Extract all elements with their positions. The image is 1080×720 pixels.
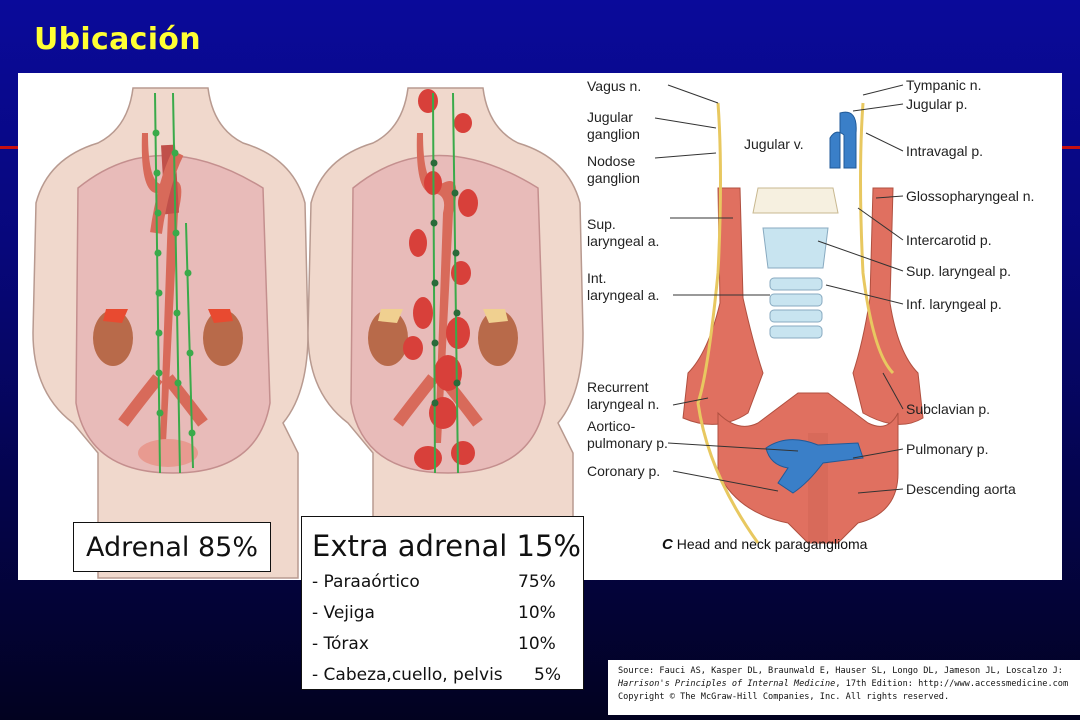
label-pulmonary-p: Pulmonary p. (906, 441, 989, 457)
adrenal-percentage-box: Adrenal 85% (73, 522, 271, 572)
location-percent: 75% (518, 572, 556, 592)
figure-caption: C Head and neck paraganglioma (662, 536, 867, 553)
torso-extra-adrenal-illustration (307, 87, 584, 579)
head-neck-paraganglioma-diagram (654, 84, 924, 544)
location-percent: 10% (518, 603, 556, 623)
source-line-1: Source: Fauci AS, Kasper DL, Braunwald E… (618, 666, 1063, 676)
label-jugular-p: Jugular p. (906, 96, 968, 112)
caption-letter: C (662, 536, 673, 553)
location-label: - Cabeza,cuello, pelvis (312, 665, 503, 685)
location-percent: 5% (534, 665, 561, 685)
label-glossopharyngeal-n: Glossopharyngeal n. (906, 188, 1035, 204)
label-sup-laryngeal-a: laryngeal a. (587, 233, 660, 249)
label-nodose: Nodose (587, 153, 636, 169)
source-citation: Source: Fauci AS, Kasper DL, Braunwald E… (608, 660, 1080, 715)
label-inf-laryngeal-p: Inf. laryngeal p. (906, 296, 1002, 312)
image-panel: Vagus n. Jugular ganglion Nodose ganglio… (18, 73, 1062, 580)
label-int: Int. (587, 270, 607, 286)
label-intercarotid-p: Intercarotid p. (906, 232, 992, 248)
extra-adrenal-box: Extra adrenal 15% - Paraaórtico 75% - Ve… (301, 516, 584, 690)
source-book-title: Harrison's Principles of Internal Medici… (618, 679, 836, 689)
label-descending-aorta: Descending aorta (906, 481, 1016, 497)
label-recurrent-laryngeal-n: laryngeal n. (587, 396, 660, 412)
adrenal-label: Adrenal 85% (85, 531, 258, 563)
source-edition: , 17th Edition: http://www.accessmedicin… (835, 679, 1069, 689)
slide-title: Ubicación (34, 22, 201, 57)
source-line-3: Copyright © The McGraw-Hill Companies, I… (618, 692, 950, 702)
anatomy-illustrations (32, 84, 924, 579)
location-row: - Paraaórtico 75% (312, 567, 583, 598)
location-row: - Tórax 10% (312, 629, 583, 660)
label-vagus-n: Vagus n. (587, 78, 642, 94)
label-jugular: Jugular (587, 109, 633, 125)
extra-adrenal-title: Extra adrenal 15% (312, 529, 581, 563)
label-tympanic-n: Tympanic n. (906, 77, 982, 93)
location-label: - Tórax (312, 634, 369, 654)
label-jugular-ganglion: ganglion (587, 126, 640, 142)
label-subclavian-p: Subclavian p. (906, 401, 991, 417)
caption-text: Head and neck paraganglioma (676, 536, 868, 552)
label-nodose-ganglion: ganglion (587, 170, 640, 186)
location-label: - Vejiga (312, 603, 375, 623)
label-sup: Sup. (587, 216, 616, 232)
label-aortico-pulmonary-p: pulmonary p. (587, 435, 668, 451)
location-row: - Vejiga 10% (312, 598, 583, 629)
label-aortico: Aortico- (587, 418, 636, 434)
source-line-2: Harrison's Principles of Internal Medici… (618, 678, 1080, 691)
label-sup-laryngeal-p: Sup. laryngeal p. (906, 263, 1012, 279)
torso-adrenal-illustration (32, 87, 309, 579)
label-coronary-p: Coronary p. (587, 463, 661, 479)
label-intravagal-p: Intravagal p. (906, 143, 984, 159)
label-recurrent: Recurrent (587, 379, 649, 395)
location-label: - Paraaórtico (312, 572, 420, 592)
location-row: - Cabeza,cuello, pelvis 5% (312, 660, 583, 691)
location-percent: 10% (518, 634, 556, 654)
label-int-laryngeal-a: laryngeal a. (587, 287, 660, 303)
label-jugular-v: Jugular v. (744, 136, 804, 152)
